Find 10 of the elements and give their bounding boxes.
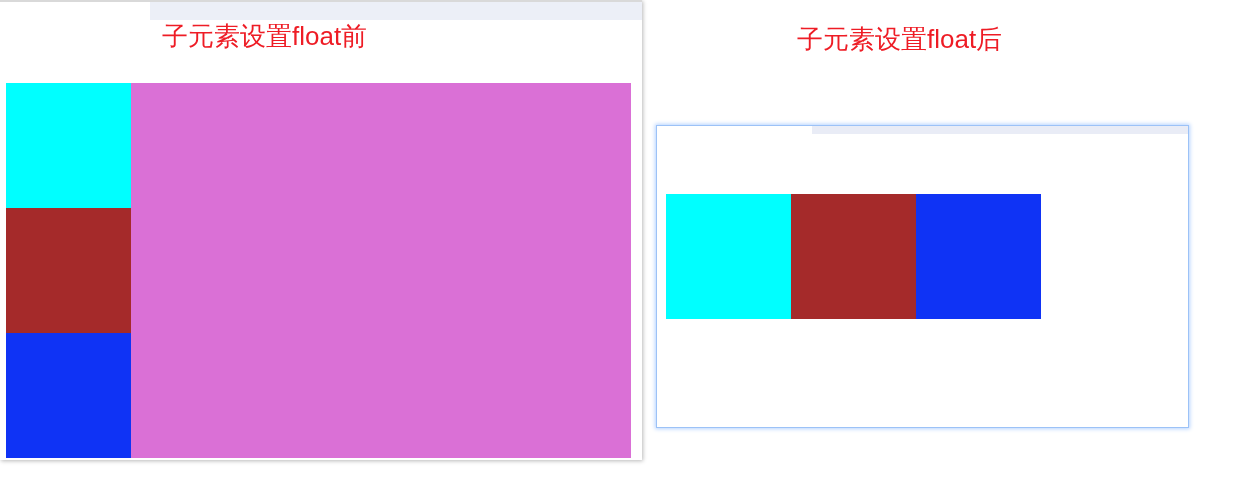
large-block bbox=[131, 83, 631, 458]
heading: 子元素设置float前 bbox=[162, 21, 368, 51]
browser-window bbox=[0, 0, 642, 460]
square-block bbox=[6, 333, 131, 458]
heading: 子元素设置float后 bbox=[797, 24, 1003, 54]
square-block bbox=[791, 194, 916, 319]
square-block bbox=[916, 194, 1041, 319]
square-block bbox=[6, 83, 131, 208]
square-block bbox=[666, 194, 791, 319]
square-block bbox=[6, 208, 131, 333]
